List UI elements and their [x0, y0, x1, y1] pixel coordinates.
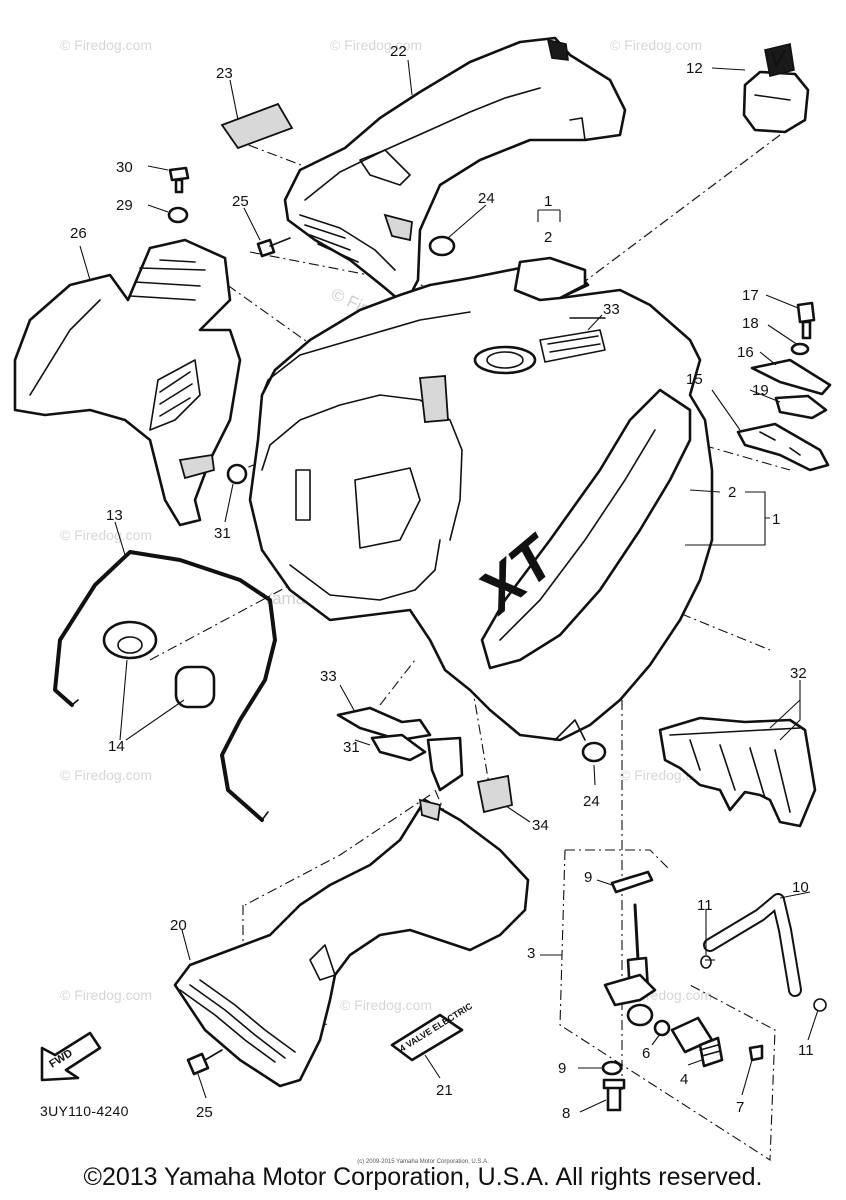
part-11-clip: [700, 955, 712, 969]
watermark-site: © Firedog.com: [330, 37, 422, 53]
part-13-guard-rod: [53, 550, 277, 822]
watermark-site: © Firedog.com: [340, 997, 432, 1013]
callout-27: 29: [116, 197, 133, 214]
part-31-vent-cover: [658, 716, 817, 828]
callout-18: 18: [742, 315, 759, 332]
fwd-arrow: FWD: [40, 1031, 102, 1082]
part-22-seat-cover: [283, 36, 627, 307]
callout-5: 6: [642, 1045, 650, 1062]
callout-4: 4: [680, 1071, 688, 1088]
callout-6: 7: [736, 1099, 744, 1116]
callout-11-upper: 11: [697, 897, 713, 914]
callout-32: 33: [320, 668, 337, 685]
tiny-copyright: (c) 2009-2015 Yamaha Motor Corporation, …: [357, 1159, 489, 1165]
diagram-code: 3UY110-4240: [40, 1103, 129, 1119]
callout-10: 10: [792, 879, 809, 896]
callout-2-side: 2: [728, 484, 736, 501]
watermark-site: © Firedog.com: [610, 37, 702, 53]
part-26-side-cover: [13, 238, 242, 527]
part-34-plate: [476, 774, 514, 814]
callout-28: 30: [116, 159, 133, 176]
callout-26: 26: [70, 225, 87, 242]
part-11-clip-lower: [813, 998, 827, 1012]
callout-24-lower: 24: [583, 793, 600, 810]
part-25-bolt-lower: [186, 1049, 223, 1076]
callout-8: 8: [562, 1105, 570, 1122]
part-2-sticker-upper: [513, 256, 587, 302]
part-20-lower-cover: [173, 798, 530, 1088]
part-14-cushion: [102, 620, 216, 709]
callout-16: 16: [737, 344, 754, 361]
part-24-grommet: [428, 235, 456, 257]
callout-31: 32: [790, 665, 807, 682]
part-3-fuel-cock: [601, 870, 764, 1112]
part-1-fuel-tank: XT: [248, 260, 714, 742]
callout-11-lower: 11: [798, 1042, 814, 1059]
callout-2-top: 2: [544, 229, 552, 246]
callout-13: 13: [106, 507, 123, 524]
bolts-upper-left: [167, 166, 291, 258]
brackets-right: [736, 301, 832, 472]
callout-24: 24: [478, 190, 495, 207]
watermark-site: © Firedog.com: [60, 37, 152, 53]
part-23-sticker: [220, 102, 294, 150]
leader-lines: [79, 59, 819, 1113]
callout-labels: 22 23 12 30 29 25 24 1 2 26 33 17 18 16 …: [70, 43, 814, 1122]
callout-14: 14: [108, 738, 125, 755]
callout-7: 9: [584, 869, 592, 886]
part-24-grommet-lower: [581, 741, 607, 763]
callout-3: 3: [527, 945, 535, 962]
callout-25-lower: 25: [196, 1104, 213, 1121]
part-12-fuel-cap: [742, 43, 810, 134]
callout-19: 19: [752, 382, 769, 399]
callout-25: 25: [232, 193, 249, 210]
callout-12: 12: [686, 60, 703, 77]
callout-34: 34: [532, 817, 549, 834]
watermark-site: © Firedog.com: [60, 767, 152, 783]
callout-9: 9: [558, 1060, 566, 1077]
callout-30: 31: [343, 739, 360, 756]
copyright-notice: ©2013 Yamaha Motor Corporation, U.S.A. A…: [83, 1163, 763, 1191]
callout-1-top: 1: [544, 193, 552, 210]
callout-17: 17: [742, 287, 759, 304]
callout-22: 22: [390, 43, 407, 60]
callout-1-side: 1: [772, 511, 780, 528]
watermark-site: © Firedog.com: [60, 987, 152, 1003]
callout-20: 20: [170, 917, 187, 934]
callout-23: 23: [216, 65, 233, 82]
callout-21: 21: [436, 1082, 453, 1099]
callout-33: 33: [603, 301, 620, 318]
part-29-grommet: [226, 463, 248, 485]
part-10-hose: [703, 893, 802, 997]
watermark-site: © Firedog.com: [60, 527, 152, 543]
part-32-30-brackets: [336, 706, 464, 792]
callout-29: 31: [214, 525, 231, 542]
callout-15: 15: [686, 371, 703, 388]
